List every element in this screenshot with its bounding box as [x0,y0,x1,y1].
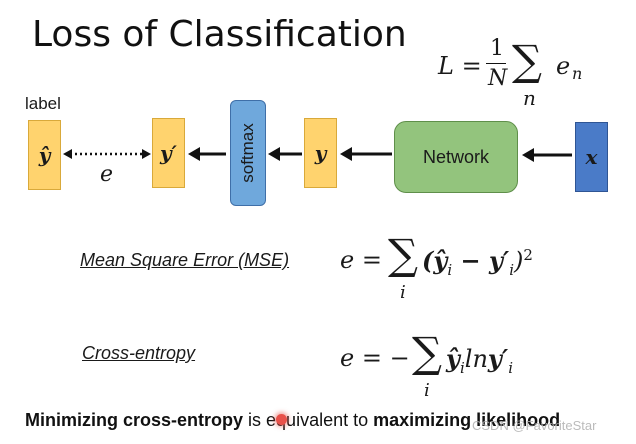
mse-body: (ŷi − y′i)2 [422,246,533,279]
mse-sum-index: i [400,282,406,303]
mse-sub-i: i [447,260,453,279]
x-symbol: x [585,145,598,169]
mse-formula: e = ∑ i (ŷi − y′i)2 [340,230,540,306]
footer-sentence: Minimizing cross-entropy is equivalent t… [25,410,560,431]
label-text: label [25,94,61,113]
arrow-network-to-y [340,147,392,161]
arrow-softmax-to-yprime [188,147,226,161]
cross-entropy-label: Cross-entropy [82,343,196,363]
fraction-bar [486,63,506,64]
footer-bold-2: maximizing likelihood [373,410,561,430]
network-box: Network [394,121,518,193]
loss-formula-numerator: 1 [490,36,504,61]
arrow-x-to-network [522,148,572,162]
ce-sum-index: i [424,380,430,401]
ce-sub-i2: i [508,358,513,377]
slide-title: Loss of Classification [32,14,407,55]
softmax-box: softmax [230,100,266,206]
y-prime-box: y′ [152,118,185,188]
cross-entropy-formula: e = − ∑ i ŷilny′i [340,328,540,404]
mse-minus-yprime: − y′ [452,246,510,275]
ce-sum-sign: ∑ [412,328,442,377]
footer-middle: is equivalent to [243,410,374,430]
y-box: y [304,118,337,188]
ce-lhs: e = − [340,344,410,372]
loss-term-subscript: n [572,64,583,83]
footer-bold-1: Minimizing cross-entropy [25,410,244,430]
error-symbol: e [100,162,114,187]
ce-yhat: ŷ [446,344,460,373]
mse-label: Mean Square Error (MSE) [80,250,290,270]
mse-close: ) [514,247,524,275]
network-label: Network [422,146,489,167]
loss-formula-lhs: L = [438,52,482,80]
y-hat-box: ŷ [28,120,61,190]
dotted-double-arrow [63,149,151,159]
laser-pointer-dot [276,414,287,425]
ce-body: ŷilny′i [446,344,513,377]
mse-power: 2 [523,246,533,264]
loss-sum-index: n [523,86,536,110]
x-box: x [575,122,608,192]
y-symbol: y [314,141,327,165]
mse-lhs: e = [340,246,382,274]
mse-open-yhat: (ŷ [422,246,448,275]
mse-sum-sign: ∑ [388,230,418,279]
loss-formula: L = 1 N ∑ n e n [438,36,598,116]
ce-ln: ln [464,345,488,373]
y-hat-symbol: ŷ [38,143,51,167]
arrow-y-to-softmax [268,147,302,161]
y-prime-symbol: y′ [160,141,177,165]
loss-term: e [556,52,571,80]
loss-formula-denominator: N [488,66,508,91]
watermark: CSDN @FavoriteStar [472,418,597,433]
ce-sub-i: i [459,358,465,377]
ce-yprime: y′ [487,344,509,373]
mse-sub-i2: i [509,260,515,279]
loss-sum-sign: ∑ [512,36,542,85]
softmax-label: softmax [238,123,257,183]
